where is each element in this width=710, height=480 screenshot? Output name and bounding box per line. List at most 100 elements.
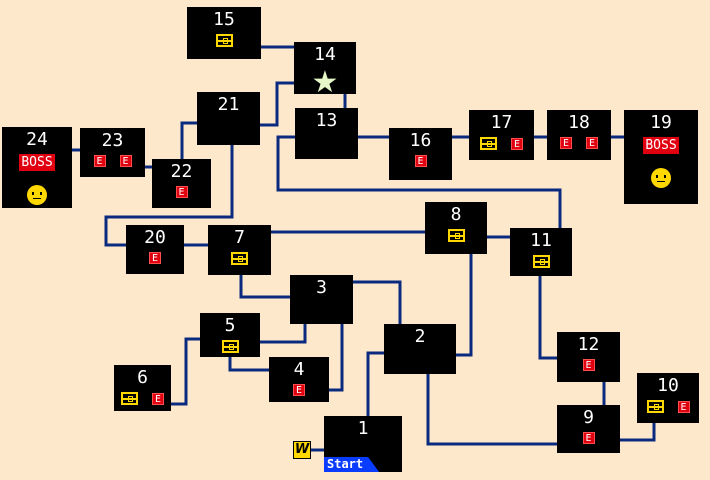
room-icons: E bbox=[480, 137, 523, 150]
enemy-icon: E bbox=[582, 432, 595, 444]
room-number: 19 bbox=[650, 112, 672, 133]
warp-icon[interactable]: W bbox=[293, 441, 311, 459]
link-3-5 bbox=[260, 324, 307, 344]
room-15[interactable]: 15 bbox=[187, 7, 261, 59]
room-icons: E bbox=[175, 186, 188, 198]
treasure-chest-icon bbox=[221, 340, 239, 353]
room-number: 10 bbox=[657, 375, 679, 396]
room-icons: E bbox=[582, 359, 595, 371]
room-icons: ★ bbox=[311, 65, 339, 100]
room-icons: BOSS bbox=[19, 154, 55, 205]
link-11-12 bbox=[538, 276, 557, 360]
room-icons: E bbox=[149, 252, 161, 264]
link-2-1 bbox=[366, 351, 384, 416]
enemy-icon: E bbox=[414, 155, 427, 167]
link-8-2 bbox=[456, 254, 473, 357]
room-number: 20 bbox=[144, 227, 166, 248]
link-21-14 bbox=[260, 81, 294, 127]
link-3-4 bbox=[329, 324, 344, 392]
room-number: 1 bbox=[357, 418, 369, 439]
treasure-chest-icon bbox=[215, 34, 233, 47]
room-number: 15 bbox=[213, 9, 235, 30]
room-icons: E bbox=[582, 432, 595, 444]
boss-label: BOSS bbox=[643, 137, 679, 154]
room-number: 8 bbox=[450, 204, 462, 225]
room-icons bbox=[231, 252, 248, 265]
room-21[interactable]: 21 bbox=[197, 92, 260, 145]
enemy-icon: E bbox=[149, 252, 161, 264]
room-icons bbox=[221, 340, 239, 353]
star-icon: ★ bbox=[311, 65, 339, 100]
room-8[interactable]: 8 bbox=[425, 202, 487, 254]
room-number: 13 bbox=[315, 110, 338, 131]
room-14[interactable]: 14★ bbox=[294, 42, 356, 100]
enemy-icon: E bbox=[582, 359, 595, 371]
room-5[interactable]: 5 bbox=[200, 313, 260, 357]
link-2-9 bbox=[426, 374, 557, 446]
link-21-20 bbox=[104, 145, 234, 247]
treasure-chest-icon bbox=[646, 400, 664, 413]
room-number: 24 bbox=[26, 129, 48, 150]
enemy-icon: E bbox=[560, 137, 572, 149]
room-number: 6 bbox=[137, 367, 148, 388]
enemy-icon: E bbox=[93, 155, 106, 167]
room-icons bbox=[447, 229, 465, 242]
link-7-3 bbox=[239, 275, 290, 299]
room-icons: E bbox=[646, 400, 690, 413]
enemy-icon: E bbox=[677, 400, 690, 413]
boss-face-icon bbox=[651, 168, 671, 188]
room-icons: E bbox=[293, 384, 305, 396]
start-label: Start bbox=[324, 457, 380, 472]
room-number: 4 bbox=[293, 359, 305, 380]
room-3[interactable]: 3 bbox=[290, 275, 353, 324]
room-icons bbox=[532, 255, 550, 268]
enemy-icon: E bbox=[152, 392, 164, 405]
enemy-icon: E bbox=[293, 384, 305, 396]
room-number: 2 bbox=[414, 326, 426, 347]
room-number: 23 bbox=[101, 130, 124, 151]
room-number: 18 bbox=[568, 112, 590, 133]
room-7[interactable]: 7 bbox=[208, 225, 271, 275]
room-11[interactable]: 11 bbox=[510, 228, 572, 276]
enemy-icon: E bbox=[175, 186, 188, 198]
link-22-21 bbox=[180, 121, 197, 159]
room-13[interactable]: 13 bbox=[295, 108, 358, 159]
room-number: 11 bbox=[530, 230, 552, 251]
room-icons bbox=[215, 34, 233, 47]
treasure-chest-icon bbox=[231, 252, 248, 265]
treasure-chest-icon bbox=[480, 137, 497, 150]
room-2[interactable]: 2 bbox=[384, 324, 456, 374]
room-number: 12 bbox=[577, 334, 600, 355]
treasure-chest-icon bbox=[121, 392, 138, 405]
room-icons: E bbox=[414, 155, 427, 167]
room-number: 21 bbox=[217, 94, 240, 115]
room-number: 14 bbox=[314, 44, 336, 65]
room-number: 9 bbox=[583, 407, 594, 428]
enemy-icon: E bbox=[119, 155, 132, 167]
room-number: 7 bbox=[234, 227, 245, 248]
link-9-10 bbox=[620, 423, 656, 442]
link-13-11 bbox=[276, 135, 562, 228]
link-3-2 bbox=[353, 280, 402, 324]
boss-face-icon bbox=[27, 185, 47, 205]
room-icons: E bbox=[121, 392, 164, 405]
room-number: 3 bbox=[316, 277, 327, 298]
enemy-icon: E bbox=[586, 137, 598, 149]
